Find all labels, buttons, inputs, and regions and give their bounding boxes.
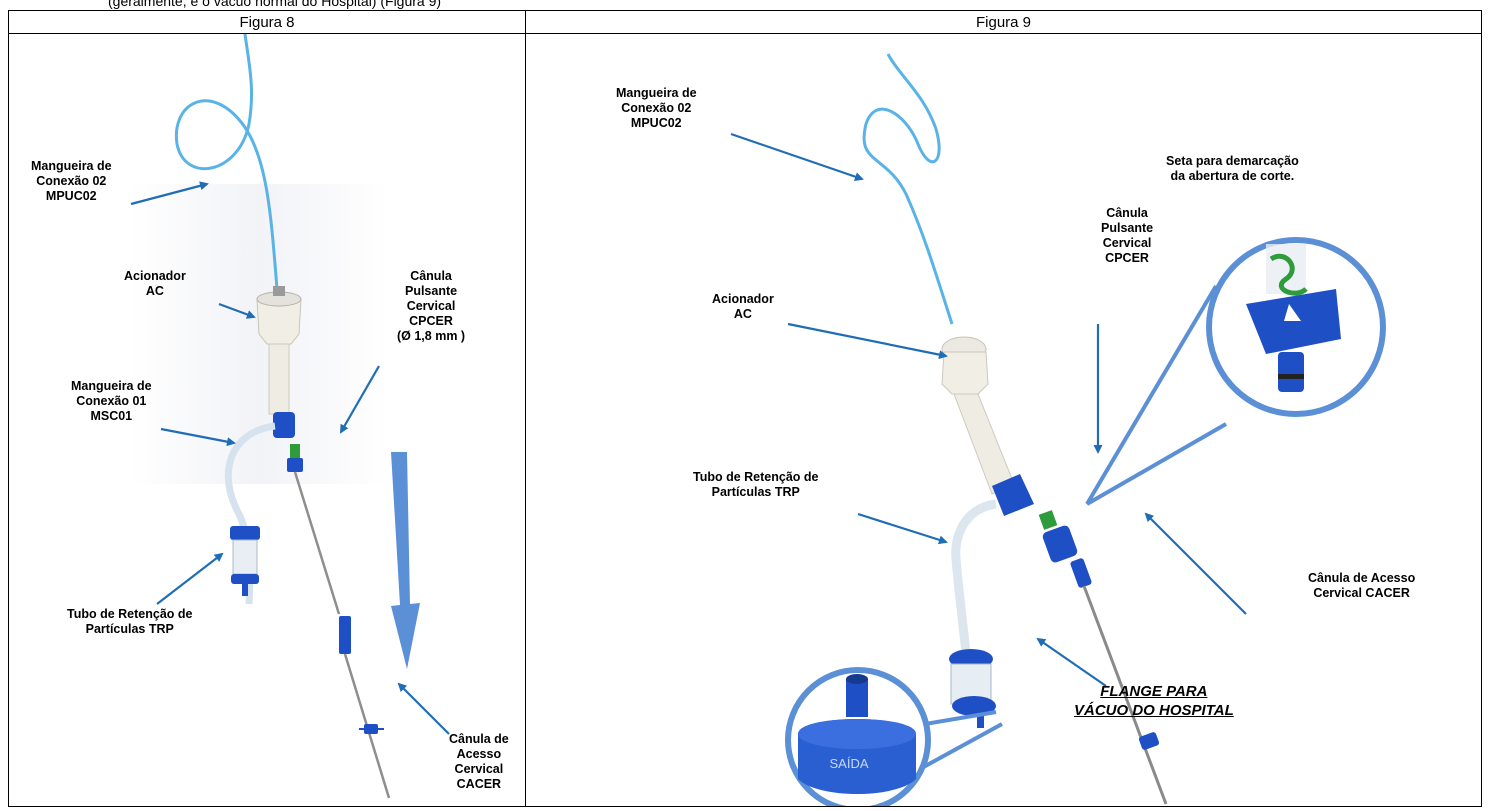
arrow-cpcer — [340, 365, 380, 434]
label-line: Acionador — [712, 292, 774, 306]
label-trp: Tubo de Retenção de Partículas TRP — [67, 607, 192, 637]
arrow-trp — [857, 512, 948, 545]
direction-arrow — [391, 452, 420, 669]
label-line: Mangueira de — [31, 159, 112, 173]
label-acionador: Acionador AC — [124, 269, 186, 299]
zoom-cutting-window — [1085, 237, 1386, 506]
zoom-saida-flange: SAÍDA — [785, 667, 1003, 806]
saida-text: SAÍDA — [829, 756, 868, 771]
label-line: CPCER — [1105, 251, 1149, 265]
arrow-mpuc02 — [730, 132, 864, 181]
label-line: AC — [733, 307, 752, 321]
label-line: AC — [145, 284, 164, 298]
label-line: Partículas TRP — [711, 485, 800, 499]
figure-9-title: Figura 9 — [525, 10, 1482, 34]
trp-filter — [230, 526, 260, 596]
acionador-part — [256, 286, 302, 415]
label-line: MPUC02 — [630, 116, 682, 130]
figure-9-illustration: SAÍDA — [730, 53, 1386, 806]
label-mpuc02: Mangueira de Conexão 02 MPUC02 — [31, 159, 112, 204]
label-line: Mangueira de — [616, 86, 697, 100]
label-line: FLANGE PARA — [1100, 683, 1208, 700]
label-msc01: Mangueira de Conexão 01 MSC01 — [71, 379, 152, 424]
label-line: Cervical — [406, 299, 456, 313]
label-seta: Seta para demarcação da abertura de cort… — [1166, 154, 1299, 184]
trp-filter — [949, 649, 996, 728]
arrow-acionador — [787, 322, 948, 360]
blue-connector — [992, 474, 1034, 516]
hose-mpuc02 — [862, 53, 954, 325]
cacer-part — [339, 616, 391, 799]
label-line: Acesso — [456, 747, 502, 761]
arrow-cacer — [397, 682, 450, 735]
label-cacer: Cânula de Acesso Cervical CACER — [1308, 571, 1415, 601]
label-cpcer: Cânula Pulsante Cervical CPCER (Ø 1,8 mm… — [397, 269, 465, 344]
label-line: Cânula de — [449, 732, 509, 746]
top-note: (geralmente, é o vácuo normal do Hospita… — [108, 0, 442, 9]
arrow-cacer — [1144, 512, 1247, 615]
label-line: Cânula de Acesso — [1308, 571, 1416, 585]
figures-table: Figura 8 Figura 9 — [8, 10, 1482, 807]
label-line: Tubo de Retenção de — [67, 607, 193, 621]
label-line: Cânula — [1106, 206, 1148, 220]
label-line: Seta para demarcação — [1166, 154, 1299, 168]
label-line: Tubo de Retenção de — [693, 470, 819, 484]
label-cpcer: Cânula Pulsante Cervical CPCER — [1101, 206, 1153, 266]
label-line: Partículas TRP — [85, 622, 174, 636]
arrow-flange — [1036, 637, 1107, 687]
label-line: (Ø 1,8 mm ) — [397, 329, 466, 343]
hose-mpuc02 — [174, 34, 279, 290]
arrow-trp — [156, 552, 224, 605]
label-line: CACER — [456, 777, 502, 791]
label-line: Mangueira de — [71, 379, 152, 393]
label-line: CPCER — [409, 314, 453, 328]
cut-mark-arrow — [1284, 304, 1301, 321]
cpcer-part — [287, 444, 341, 615]
figure-9-cell: SAÍDA Mangueira de Conexão 02 MPUC02 Set… — [525, 33, 1482, 807]
hose-trp — [951, 499, 997, 655]
label-line: Conexão 02 — [36, 174, 107, 188]
cpcer-part — [1038, 510, 1168, 805]
label-mpuc02: Mangueira de Conexão 02 MPUC02 — [616, 86, 697, 131]
figure-8-title: Figura 8 — [8, 10, 526, 34]
arrow-msc01 — [160, 427, 236, 447]
label-line: Conexão 01 — [76, 394, 147, 408]
figure-8-cell: Mangueira de Conexão 02 MPUC02 Acionador… — [8, 33, 526, 807]
label-line: da abertura de corte. — [1170, 169, 1295, 183]
label-line: MSC01 — [90, 409, 133, 423]
label-cacer: Cânula de Acesso Cervical CACER — [449, 732, 509, 792]
figure-8-illustration — [129, 34, 450, 799]
arrow-acionador — [218, 302, 256, 319]
label-flange: FLANGE PARA VÁCUO DO HOSPITAL — [1074, 682, 1234, 720]
label-line: Acionador — [124, 269, 186, 283]
label-acionador: Acionador AC — [712, 292, 774, 322]
acionador-part — [941, 336, 1015, 495]
label-trp: Tubo de Retenção de Partículas TRP — [693, 470, 818, 500]
blue-connector — [273, 412, 295, 438]
label-line: Cervical CACER — [1313, 586, 1410, 600]
label-line: Cervical — [454, 762, 504, 776]
label-line: MPUC02 — [45, 189, 97, 203]
label-line: Cervical — [1102, 236, 1152, 250]
label-line: Pulsante — [1101, 221, 1154, 235]
arrow-mpuc02 — [130, 181, 209, 206]
label-line: VÁCUO DO HOSPITAL — [1074, 702, 1234, 719]
label-line: Pulsante — [404, 284, 458, 298]
label-line: Cânula — [410, 269, 452, 283]
label-line: Conexão 02 — [621, 101, 692, 115]
